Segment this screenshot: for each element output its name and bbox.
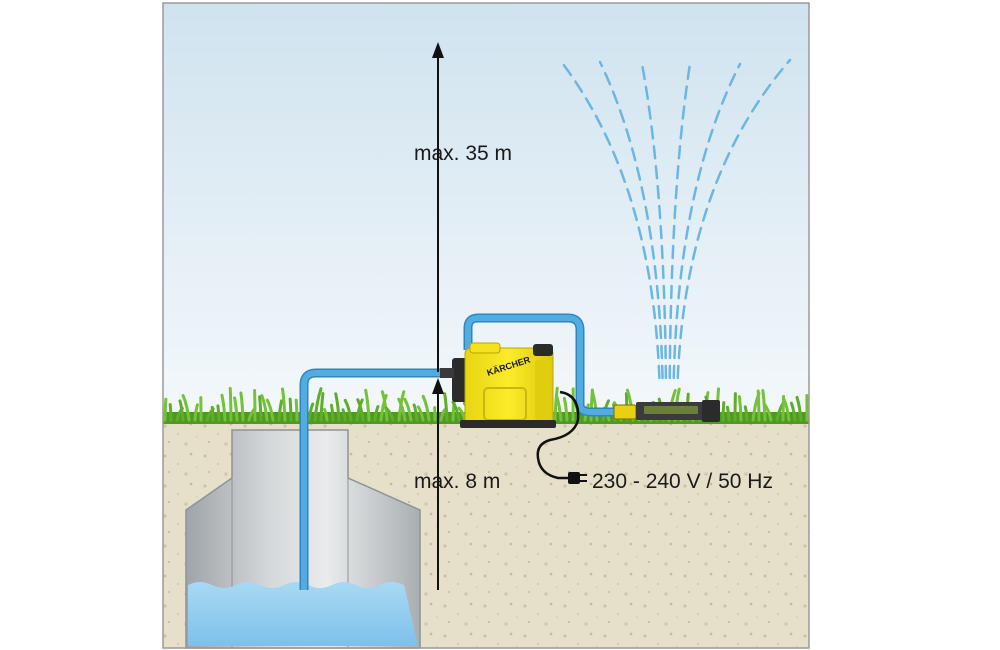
grass-blade bbox=[193, 403, 199, 422]
grass-blade bbox=[355, 398, 364, 422]
garden-pump: KÄRCHER bbox=[440, 342, 556, 428]
grass-blade bbox=[181, 394, 191, 422]
grass-blade bbox=[451, 400, 461, 422]
grass-blade bbox=[763, 403, 773, 422]
grass-blade bbox=[443, 392, 449, 422]
grass-blade bbox=[379, 393, 388, 422]
grass-blade bbox=[554, 393, 563, 422]
delivery-height-arrow bbox=[432, 42, 444, 372]
grass-blade bbox=[756, 389, 761, 422]
power-cable bbox=[536, 390, 587, 484]
grass-blade bbox=[421, 394, 431, 422]
sprinkler-spray bbox=[558, 58, 792, 380]
grass-blade bbox=[168, 403, 173, 422]
grass-blade bbox=[330, 403, 335, 422]
grass-blade bbox=[341, 408, 347, 422]
grass-blade bbox=[562, 396, 569, 422]
grass-blade bbox=[737, 395, 743, 422]
grass-blade bbox=[439, 408, 447, 422]
grass-blade bbox=[743, 405, 749, 422]
delivery-height-label: max. 35 m bbox=[414, 142, 512, 165]
grass-blade bbox=[288, 397, 293, 422]
grass-blade bbox=[294, 398, 299, 422]
grass-blade bbox=[281, 387, 287, 422]
power-supply-label: 230 - 240 V / 50 Hz bbox=[592, 470, 773, 493]
grass-blade bbox=[277, 399, 284, 422]
grass-blade bbox=[789, 401, 797, 422]
grass-blade bbox=[590, 390, 599, 422]
spray-jet bbox=[558, 58, 661, 380]
grass-blade bbox=[239, 391, 245, 422]
grass-blade bbox=[782, 398, 791, 422]
grass-blade bbox=[313, 387, 323, 422]
grass-blade bbox=[323, 407, 329, 422]
grass-blade bbox=[403, 397, 413, 422]
grass-blade bbox=[228, 386, 233, 422]
well-water bbox=[188, 582, 418, 646]
grass-blade bbox=[334, 392, 341, 422]
grass-blade bbox=[319, 392, 325, 422]
grass-blade bbox=[307, 402, 315, 422]
grass-blade bbox=[265, 398, 275, 422]
grass-blade bbox=[233, 396, 239, 422]
spray-jet bbox=[676, 58, 792, 380]
grass-blade bbox=[725, 405, 731, 422]
grass-blade bbox=[163, 397, 168, 422]
grass-blade bbox=[553, 386, 559, 422]
grass-blade bbox=[364, 388, 371, 422]
grass-blade bbox=[384, 406, 395, 422]
spray-jet bbox=[668, 62, 692, 380]
grass-blade bbox=[343, 398, 353, 422]
spray-jet bbox=[672, 62, 742, 380]
suction-height-label: max. 8 m bbox=[414, 470, 500, 493]
plug-icon bbox=[568, 472, 580, 484]
grass-blade bbox=[216, 404, 221, 422]
grass-blade bbox=[380, 390, 389, 422]
grass-blade bbox=[795, 395, 803, 422]
grass-blade bbox=[412, 403, 419, 422]
suction-hose bbox=[299, 368, 448, 590]
grass-blade bbox=[356, 398, 365, 422]
grass-blade bbox=[373, 405, 380, 422]
grass-blade bbox=[397, 397, 407, 422]
grass-blade bbox=[781, 394, 786, 422]
grass-blade bbox=[258, 395, 263, 422]
diagram-frame bbox=[162, 2, 810, 649]
spray-jet bbox=[598, 60, 664, 380]
sprinkler bbox=[613, 400, 720, 422]
grass-blade bbox=[260, 394, 269, 422]
spray-jet bbox=[640, 62, 668, 380]
suction-height-arrow bbox=[432, 378, 444, 590]
delivery-hose bbox=[463, 313, 618, 417]
grass-blade bbox=[210, 405, 215, 422]
grass-blade bbox=[178, 399, 185, 422]
grass-blade bbox=[220, 393, 227, 422]
grass-blade bbox=[416, 405, 425, 422]
grass-blade bbox=[721, 401, 726, 422]
